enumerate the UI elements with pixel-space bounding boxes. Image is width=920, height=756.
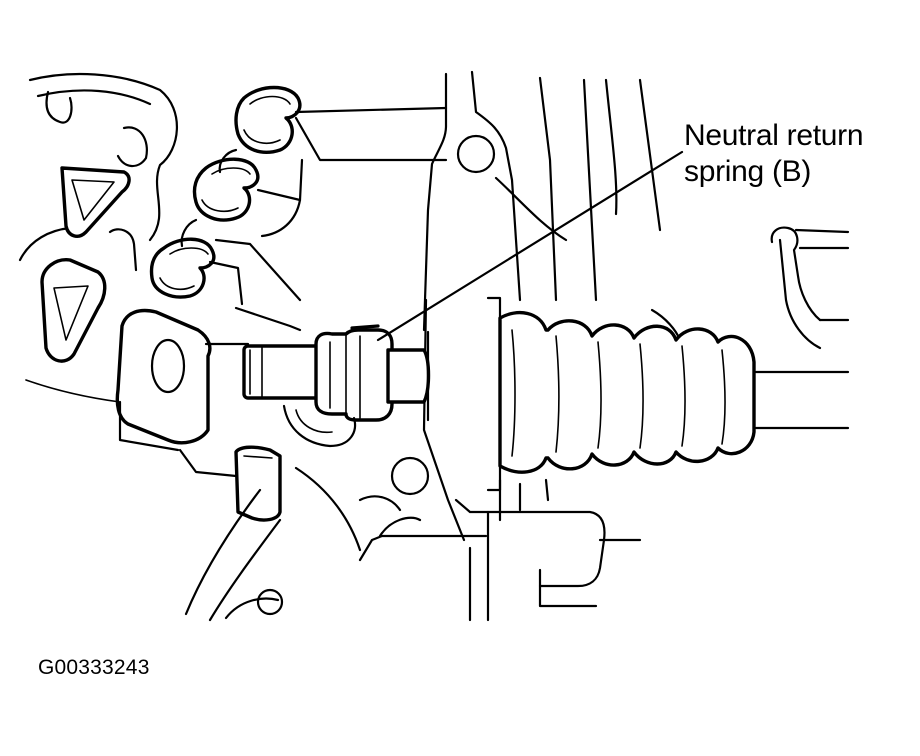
figure-id: G00333243 [38, 656, 150, 679]
right-bracket [754, 226, 850, 430]
rubber-boot [486, 296, 756, 492]
callout-line-2: spring (B) [684, 155, 812, 188]
shift-shaft-assembly [115, 308, 431, 448]
housing-lower [118, 400, 642, 622]
port-bosses [149, 85, 302, 299]
callout-leader-line [376, 150, 684, 342]
callout-label-neutral-return-spring: Neutral return spring (B) [684, 118, 914, 190]
housing-left [18, 72, 178, 403]
callout-line-1: Neutral return [684, 119, 864, 152]
